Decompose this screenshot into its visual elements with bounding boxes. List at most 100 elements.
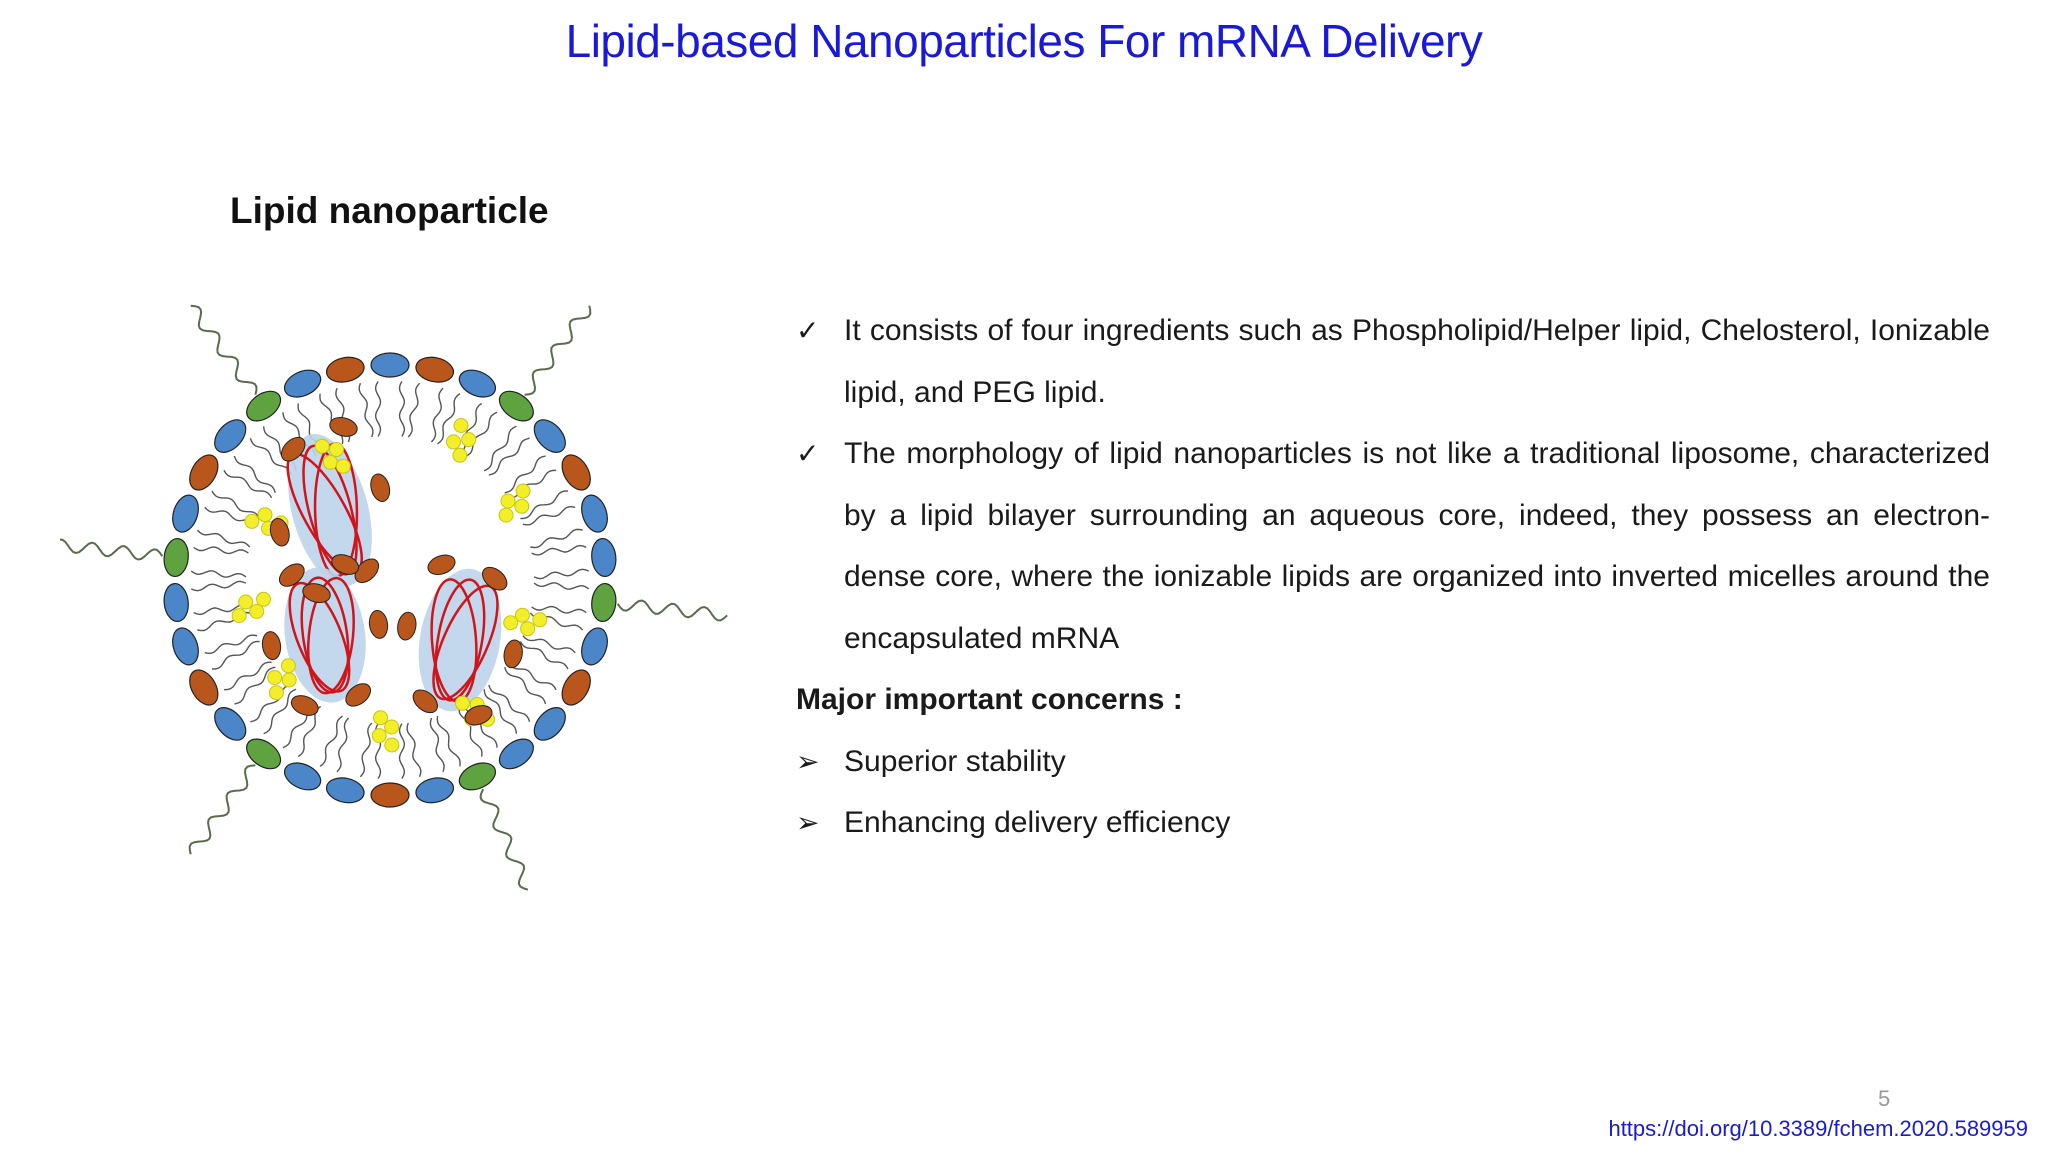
peg-chains bbox=[60, 304, 728, 891]
ionizable-lipid-head bbox=[302, 583, 331, 604]
lipid-heads bbox=[163, 352, 617, 808]
cholesterol bbox=[256, 591, 271, 607]
ionizable-lipid-head bbox=[412, 689, 438, 714]
cholesterol bbox=[329, 442, 344, 457]
peg-lipid-head bbox=[246, 738, 282, 770]
peg-lipid-head bbox=[163, 537, 189, 578]
concern-text: Enhancing delivery efficiency bbox=[844, 806, 1231, 839]
arrow-bullet-icon: ➢ bbox=[796, 745, 820, 777]
lipid-tail bbox=[522, 635, 576, 654]
cholesterol bbox=[498, 507, 514, 523]
lipid-tail bbox=[437, 393, 461, 445]
cholesterol bbox=[268, 685, 284, 701]
lipid-tail bbox=[533, 568, 590, 580]
cholesterol bbox=[249, 603, 265, 619]
lipid-tail bbox=[233, 455, 276, 494]
cholesterol bbox=[514, 607, 530, 623]
ionizable-lipid-head bbox=[482, 566, 508, 591]
lipid-tail bbox=[223, 469, 273, 499]
ionizable-lipid-head bbox=[331, 554, 360, 575]
peg-lipid-head bbox=[246, 390, 282, 422]
lipid-tail bbox=[196, 529, 251, 548]
cholesterol bbox=[314, 438, 330, 454]
check-icon: ✓ bbox=[796, 315, 820, 346]
ionizable-lipid-head bbox=[261, 631, 282, 661]
phospholipid-head bbox=[370, 352, 410, 378]
lipid-tail bbox=[398, 381, 406, 437]
lipid-tail bbox=[483, 425, 517, 472]
peg-chain bbox=[190, 304, 258, 395]
lipid-tail bbox=[464, 411, 498, 458]
cholesterol bbox=[453, 418, 469, 433]
lipid-tail bbox=[507, 661, 557, 691]
arrow-bullet-icon: ➢ bbox=[796, 807, 820, 838]
lipid-tail bbox=[263, 688, 297, 735]
peg-chain bbox=[524, 305, 592, 396]
ionizable-lipid-head bbox=[325, 356, 365, 383]
lipid-tail bbox=[533, 582, 590, 590]
phospholipid-head bbox=[581, 494, 608, 533]
lipid-tail bbox=[398, 723, 406, 779]
lipid-tail bbox=[359, 722, 373, 778]
concern-text: Superior stability bbox=[844, 744, 1066, 778]
lipid-nanoparticle-illustration bbox=[60, 304, 728, 891]
lipid-tail bbox=[508, 469, 557, 499]
lipid-tail bbox=[436, 716, 461, 767]
lipid-tail bbox=[458, 706, 483, 757]
lipid-tail bbox=[504, 455, 546, 494]
mrna-strand bbox=[300, 576, 350, 694]
ionizable-lipid-head bbox=[368, 609, 389, 639]
lipid-tail bbox=[374, 381, 382, 437]
cholesterol bbox=[231, 608, 247, 624]
ionizable-lipid-head bbox=[370, 473, 391, 502]
lipid-tail bbox=[483, 689, 518, 734]
lipid-tail bbox=[519, 641, 569, 670]
cholesterol bbox=[238, 594, 254, 610]
peg-lipid-head bbox=[458, 762, 497, 791]
mrna-strand bbox=[434, 578, 486, 702]
lipid-tail bbox=[190, 570, 247, 578]
content-panel: ✓ It consists of four ingredients such a… bbox=[796, 300, 1990, 854]
figure-title: Lipid nanoparticle bbox=[230, 190, 549, 231]
concern-item: ➢ Superior stability bbox=[796, 731, 1990, 793]
phospholipid-head bbox=[283, 762, 322, 791]
cholesterol bbox=[520, 621, 536, 637]
bullet-item: ✓ The morphology of lipid nanoparticles … bbox=[796, 423, 1990, 669]
phospholipid-head bbox=[172, 627, 199, 666]
reference-link[interactable]: https://doi.org/10.3389/fchem.2020.58995… bbox=[1608, 1116, 2028, 1141]
peg-chain bbox=[479, 788, 529, 891]
phospholipid-head bbox=[533, 707, 566, 741]
ionizable-lipid-head bbox=[354, 558, 380, 584]
check-icon: ✓ bbox=[796, 438, 820, 469]
ionizable-lipid-head bbox=[415, 356, 455, 383]
cholesterol bbox=[281, 672, 297, 688]
phospholipid-head bbox=[498, 738, 534, 770]
lipid-tail bbox=[430, 387, 444, 443]
lipid-tail bbox=[488, 437, 530, 476]
ionizable-lipid-head bbox=[561, 454, 591, 491]
ionizable-lipid-head bbox=[189, 454, 219, 491]
lipid-tail bbox=[211, 640, 260, 670]
phospholipid-head bbox=[533, 419, 566, 453]
ionizable-lipid-head bbox=[427, 554, 456, 576]
cholesterol bbox=[371, 728, 387, 744]
ionizable-lipid-head bbox=[464, 704, 493, 726]
phospholipid-head bbox=[591, 537, 617, 578]
slide-title: Lipid-based Nanoparticles For mRNA Deliv… bbox=[565, 15, 1483, 67]
cholesterol bbox=[532, 612, 548, 628]
cholesterol bbox=[503, 615, 519, 631]
page-number: 5 bbox=[1878, 1086, 1891, 1111]
peg-chain bbox=[188, 764, 256, 855]
phospholipid-head bbox=[415, 777, 455, 804]
bullet-item: ✓ It consists of four ingredients such a… bbox=[796, 300, 1990, 423]
ionizable-lipid-head bbox=[280, 436, 306, 462]
cholesterol bbox=[322, 454, 338, 470]
mrna-strand bbox=[288, 581, 351, 693]
lipid-tail bbox=[488, 684, 531, 723]
lipid-tail bbox=[234, 666, 276, 705]
cholesterol bbox=[452, 447, 468, 463]
cholesterol bbox=[461, 432, 477, 448]
ionizable-lipid-head bbox=[189, 669, 219, 706]
lipid-tail bbox=[204, 634, 258, 655]
ionizable-lipid-head bbox=[397, 611, 417, 641]
